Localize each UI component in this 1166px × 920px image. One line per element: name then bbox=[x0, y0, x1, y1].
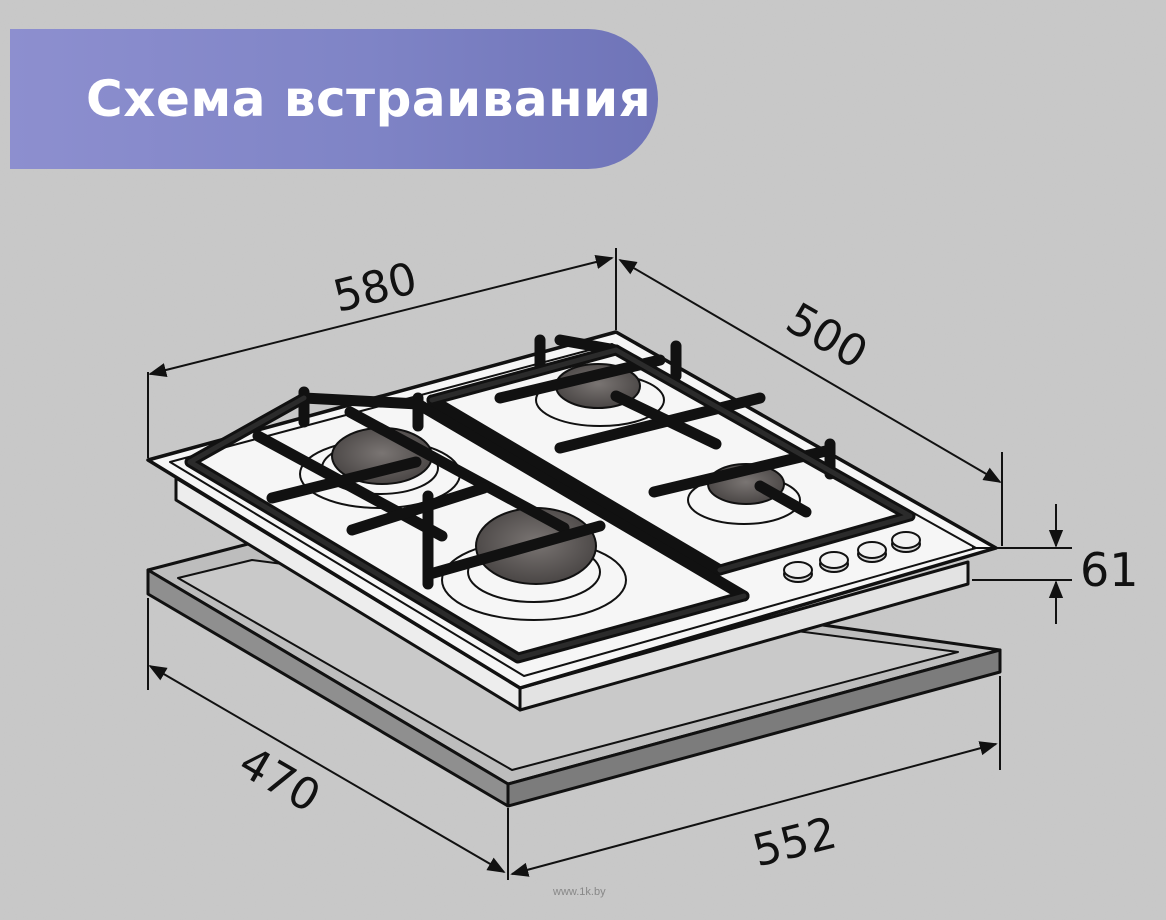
control-knobs bbox=[783, 531, 921, 583]
dim-line-500 bbox=[618, 259, 1002, 483]
page-title: Схема встраивания bbox=[86, 70, 652, 128]
dim-line-552 bbox=[510, 741, 998, 877]
title-banner: Схема встраивания bbox=[10, 29, 658, 169]
knob-4 bbox=[891, 531, 921, 553]
dim-label-61: 61 bbox=[1080, 543, 1139, 597]
watermark: www.1k.by bbox=[553, 886, 606, 898]
knob-1 bbox=[783, 561, 813, 583]
knob-2 bbox=[819, 551, 849, 573]
dimension-lines bbox=[147, 248, 1072, 880]
dim-line-470 bbox=[148, 665, 506, 873]
dim-line-580 bbox=[148, 254, 614, 378]
knob-3 bbox=[857, 541, 887, 563]
